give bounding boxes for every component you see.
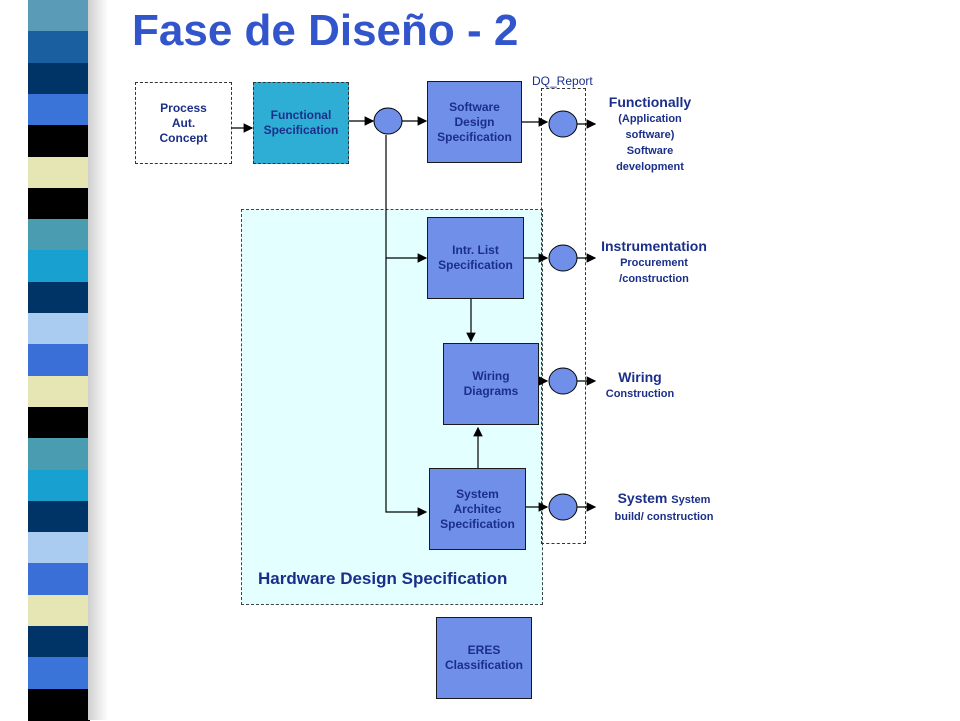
- strip-segment: [28, 281, 90, 315]
- strip-segment: [28, 62, 90, 95]
- decorative-color-strip: [28, 0, 90, 721]
- output-system-heading-line: System System: [600, 490, 728, 509]
- output-system-heading: System: [617, 490, 668, 506]
- strip-segment: [28, 469, 90, 502]
- process-aut-concept-box: Process Aut. Concept: [135, 82, 232, 164]
- functional-specification-box: Functional Specification: [253, 82, 349, 164]
- output-circle-software: [548, 110, 578, 138]
- arrow-to-system: [385, 135, 428, 517]
- strip-segment: [28, 0, 90, 33]
- junction-circle: [373, 107, 403, 135]
- output-functionally-heading: Functionally: [608, 94, 692, 110]
- instr-list-specification-box: Intr. List Specification: [427, 217, 524, 299]
- strip-segment: [28, 657, 90, 690]
- strip-segment: [28, 563, 90, 596]
- strip-segment: [28, 688, 90, 721]
- output-wiring: Wiring Construction: [596, 369, 684, 402]
- dq-report-column: [541, 88, 586, 544]
- output-system-sub: build/ construction: [614, 511, 714, 523]
- strip-segment: [28, 406, 90, 440]
- output-functionally-sub: (Application software) Software developm…: [616, 113, 684, 173]
- strip-segment: [28, 156, 90, 189]
- page-title: Fase de Diseño - 2: [132, 6, 519, 55]
- strip-segment: [28, 500, 90, 534]
- output-instrumentation-sub: Procurement /construction: [619, 257, 689, 285]
- output-wiring-sub: Construction: [605, 388, 675, 400]
- strip-shadow: [88, 0, 108, 720]
- strip-segment: [28, 187, 90, 221]
- strip-segment: [28, 626, 90, 659]
- system-architec-specification-box: System Architec Specification: [429, 468, 526, 550]
- software-design-specification-box: Software Design Specification: [427, 81, 522, 163]
- strip-segment: [28, 594, 90, 628]
- dq-report-label: DQ_Report: [532, 74, 593, 88]
- output-functionally: Functionally (Application software) Soft…: [596, 94, 704, 175]
- eres-classification-box: ERES Classification: [436, 617, 532, 699]
- strip-segment: [28, 250, 90, 283]
- strip-segment: [28, 125, 90, 158]
- strip-segment: [28, 31, 90, 64]
- strip-segment: [28, 313, 90, 346]
- output-instrumentation: Instrumentation Procurement /constructio…: [592, 238, 716, 287]
- hardware-design-label: Hardware Design Specification: [258, 569, 508, 588]
- output-system-heading-small: System: [671, 494, 711, 506]
- output-system: System System build/ construction: [600, 490, 728, 525]
- strip-segment: [28, 219, 90, 252]
- strip-segment: [28, 344, 90, 377]
- strip-segment: [28, 375, 90, 408]
- output-instrumentation-heading: Instrumentation: [601, 238, 707, 254]
- output-circle-instr: [548, 244, 578, 272]
- strip-segment: [28, 93, 90, 127]
- output-circle-wiring: [548, 367, 578, 395]
- wiring-diagrams-box: Wiring Diagrams: [443, 343, 539, 425]
- output-wiring-heading: Wiring: [618, 369, 662, 385]
- strip-segment: [28, 438, 90, 471]
- strip-segment: [28, 532, 90, 565]
- output-circle-system: [548, 493, 578, 521]
